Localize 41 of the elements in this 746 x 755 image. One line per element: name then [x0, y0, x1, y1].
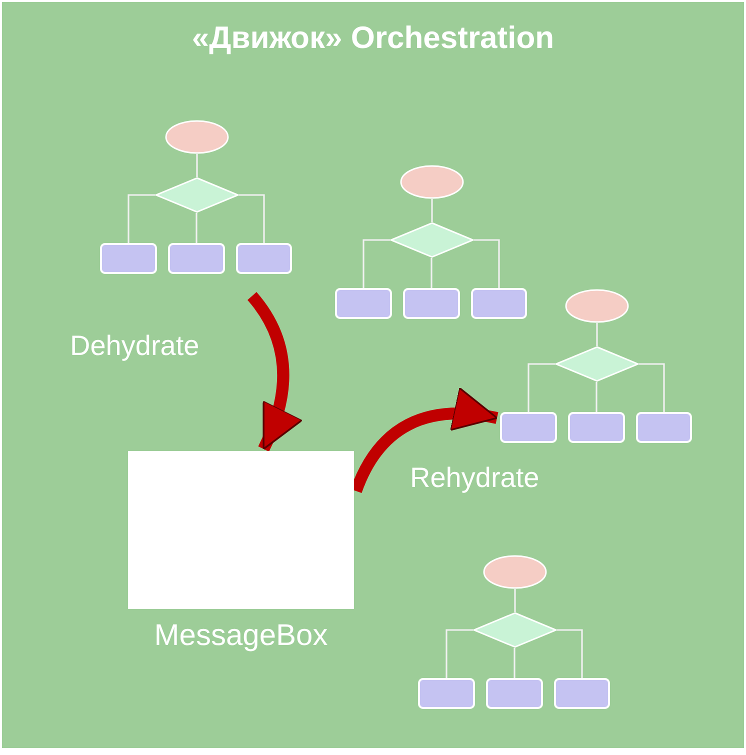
edge-label: Rehydrate — [410, 462, 540, 494]
process-box — [568, 412, 625, 443]
connector-line — [474, 239, 500, 288]
process-box — [403, 288, 460, 319]
start-ellipse — [565, 289, 629, 323]
start-ellipse — [400, 165, 464, 199]
decision-diamond — [555, 346, 639, 382]
process-box — [554, 678, 610, 709]
process-box — [418, 678, 475, 709]
connector-line — [528, 363, 555, 412]
decision-diamond — [390, 222, 474, 258]
connector-line — [431, 199, 433, 222]
decision-diamond — [473, 612, 557, 648]
connector-line — [557, 629, 583, 678]
connector-line — [596, 323, 598, 346]
connector-line — [446, 629, 473, 678]
start-ellipse — [483, 555, 547, 589]
process-box — [100, 243, 157, 274]
process-box — [486, 678, 543, 709]
edge-label: Dehydrate — [70, 330, 200, 362]
process-box — [236, 243, 292, 274]
connector-line — [596, 382, 598, 412]
connector-line — [514, 648, 516, 678]
connector-line — [514, 589, 516, 612]
connector-line — [639, 363, 665, 412]
process-box — [168, 243, 225, 274]
process-box — [636, 412, 692, 443]
connector-line — [196, 213, 198, 243]
process-box — [335, 288, 392, 319]
box-label: MessageBox — [153, 619, 329, 653]
panel-title: «Движок» Orchestration — [190, 20, 556, 56]
connector-line — [196, 154, 198, 177]
connector-line — [362, 239, 390, 288]
decision-diamond — [155, 177, 239, 213]
process-box — [471, 288, 527, 319]
connector-line — [128, 194, 155, 243]
connector-line — [430, 258, 432, 288]
start-ellipse — [165, 120, 229, 154]
curved-arrow — [247, 292, 302, 452]
connector-line — [239, 194, 265, 243]
process-box — [500, 412, 557, 443]
